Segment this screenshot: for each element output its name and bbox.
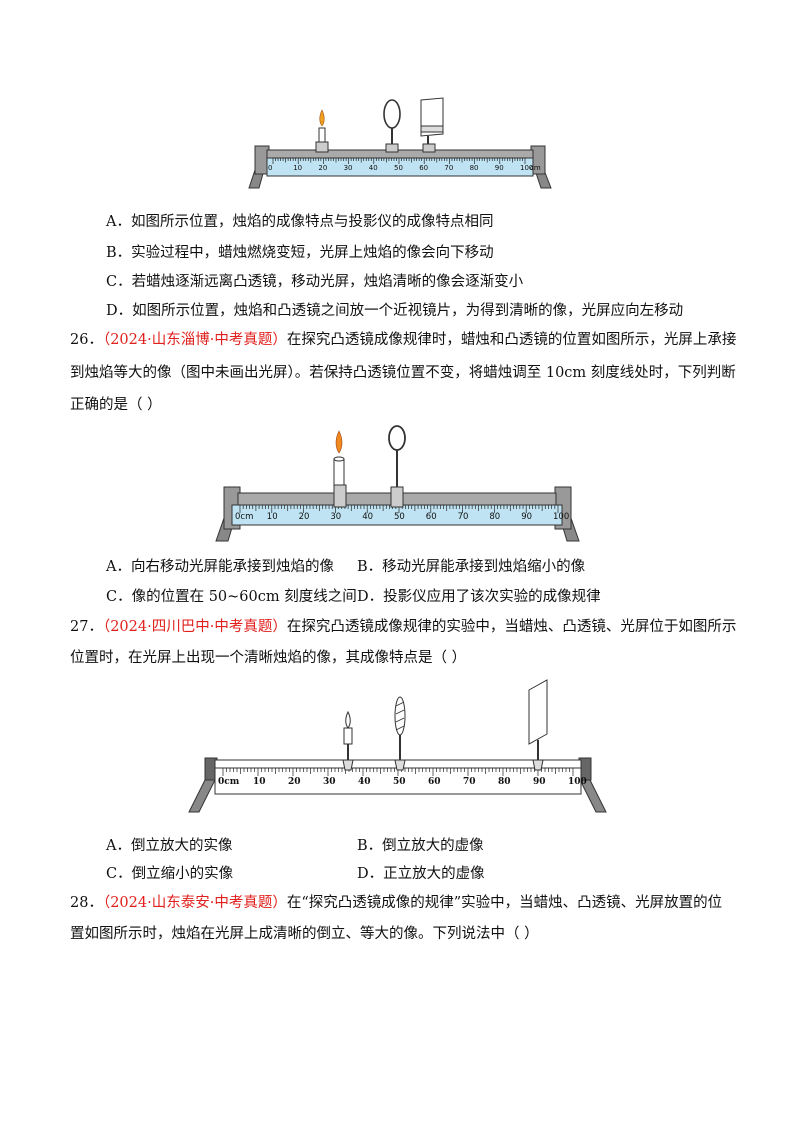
ruler-label: 80 [489,512,501,522]
ruler-label: 30 [323,777,336,787]
question-number: 27． [70,619,103,635]
q26-stem-line2: 到烛焰等大的像（图中未画出光屏）。若保持凸透镜位置不变，将蜡烛调至 10cm 刻… [70,365,736,381]
ruler-label: 70 [457,512,469,522]
ruler-label: 20 [318,164,328,172]
ruler-label: 0cm [235,512,254,522]
ruler-label: 40 [358,777,371,787]
ruler-label: 50 [394,164,403,172]
ruler-label: cm [530,164,541,172]
ruler-label: 80 [498,777,511,787]
q26-option-a: A．向右移动光屏能承接到烛焰的像 [106,559,334,575]
question-source: （2024·山东淄博·中考真题） [102,332,287,348]
q27-stem-line1: 27．（2024·四川巴中·中考真题）在探究凸透镜成像规律的实验中，当蜡烛、凸透… [70,617,736,637]
ruler-label: 10 [253,777,266,787]
ruler-label: 100 [520,164,534,172]
q28-stem-line2: 置如图所示时，烛焰在光屏上成清晰的倒立、等大的像。下列说法中（ ） [70,926,539,942]
stem-text: 在探究凸透镜成像规律的实验中，当蜡烛、凸透镜、光屏位于如图所示 [286,619,737,635]
q27-option-c: C．倒立缩小的实像 [106,866,234,882]
question-source: （2024·山东泰安·中考真题） [102,895,287,911]
ruler-label: 70 [444,164,454,172]
ruler-label: 0 [268,164,273,172]
q26-stem-line3: 正确的是（ ） [70,397,162,413]
ruler-label: 30 [330,512,342,522]
ruler-labels-q27: 0cm 10 20 30 40 50 60 70 80 90 100 [185,777,610,791]
ruler-label: 90 [521,512,533,522]
q25-option-d: D．如图所示位置，烛焰和凸透镜之间放一个近视镜片，为得到清晰的像，光屏应向左移动 [106,303,684,319]
ruler-label: 50 [394,512,405,522]
ruler-label: 70 [463,777,476,787]
q25-option-c: C．若蜡烛逐渐远离凸透镜，移动光屏，烛焰清晰的像会逐渐变小 [106,274,524,290]
ruler-label: 80 [469,164,479,172]
optical-bench-figure-q26 [215,425,580,542]
ruler-label: 90 [494,164,504,172]
q25-option-b: B．实验过程中，蜡烛燃烧变短，光屏上烛焰的像会向下移动 [106,245,494,261]
ruler-label: 60 [419,164,429,172]
q26-option-d: D．投影仪应用了该次实验的成像规律 [357,589,601,605]
stem-text: 在“探究凸透镜成像的规律”实验中，当蜡烛、凸透镜、光屏放置的位 [286,895,723,911]
stem-text: 在探究凸透镜成像规律时，蜡烛和凸透镜的位置如图所示，光屏上承接 [286,332,737,348]
optical-bench-figure-q27 [188,679,607,813]
ruler-labels-q26: 0cm 10 20 30 40 50 60 70 80 90 100 [210,512,585,526]
q26-option-c: C．像的位置在 50~60cm 刻度线之间 [106,589,357,605]
q28-stem-line1: 28．（2024·山东泰安·中考真题）在“探究凸透镜成像的规律”实验中，当蜡烛、… [70,893,722,913]
ruler-label: 90 [533,777,546,787]
q25-option-a: A．如图所示位置，烛焰的成像特点与投影仪的成像特点相同 [106,214,494,230]
ruler-label: 10 [266,512,278,522]
question-number: 28． [70,895,103,911]
optical-bench-figure-q25 [248,97,552,189]
ruler-label: 50 [393,777,406,787]
ruler-label: 60 [425,512,437,522]
q27-option-d: D．正立放大的虚像 [357,866,485,882]
q26-option-b: B．移动光屏能承接到烛焰缩小的像 [357,559,586,575]
ruler-label: 10 [293,164,303,172]
ruler-label: 20 [298,512,310,522]
ruler-label: 20 [288,777,301,787]
question-source: （2024·四川巴中·中考真题） [102,619,287,635]
q27-option-b: B．倒立放大的虚像 [357,838,484,854]
ruler-label: 100 [553,512,570,522]
ruler-label: 30 [343,164,353,172]
ruler-label: 0cm [218,777,240,787]
q27-stem-line2: 位置时，在光屏上出现一个清晰烛焰的像，其成像特点是（ ） [70,650,467,666]
question-number: 26． [70,332,103,348]
ruler-label: 40 [362,512,374,522]
ruler-label: 60 [428,777,441,787]
ruler-label: 40 [368,164,378,172]
q26-stem-line1: 26．（2024·山东淄博·中考真题）在探究凸透镜成像规律时，蜡烛和凸透镜的位置… [70,330,736,350]
q27-option-a: A．倒立放大的实像 [106,838,233,854]
ruler-label: 100 [568,777,587,787]
